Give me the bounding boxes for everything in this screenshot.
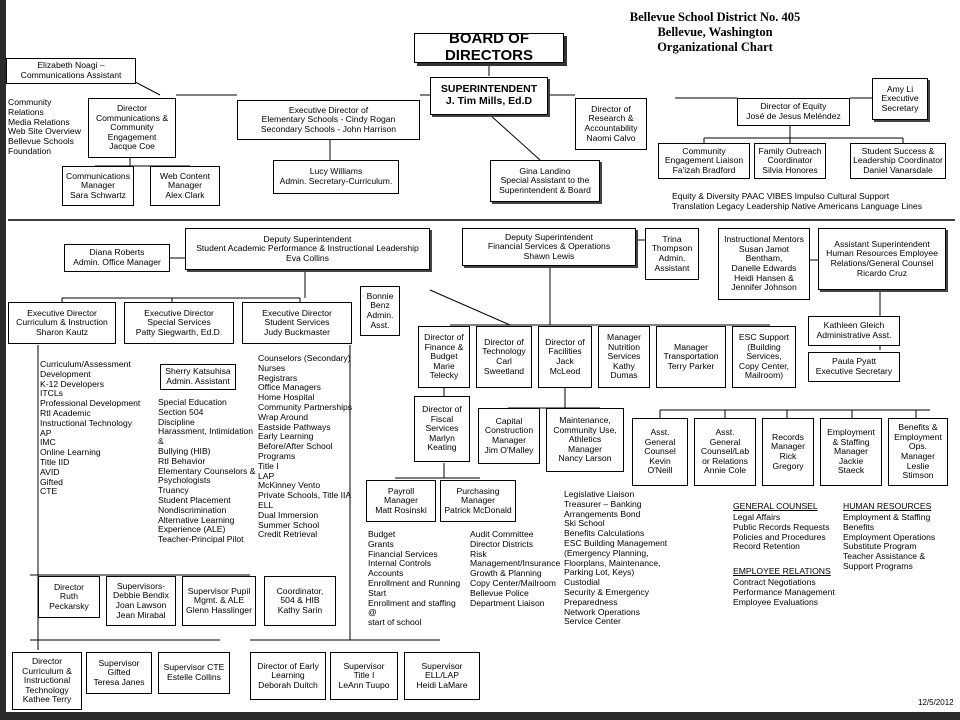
dir-early-box: Director of Early Learning Deborah Duitc… bbox=[250, 652, 326, 700]
dir-communications-box: Director Communications & Community Enga… bbox=[88, 98, 176, 158]
general-counsel-heading: GENERAL COUNSEL bbox=[733, 501, 818, 511]
dir-technology-box: Director of Technology Carl Sweetland bbox=[476, 326, 532, 388]
family-outreach-box: Family Outreach Coordinator Silvia Honor… bbox=[754, 143, 826, 179]
sup-gifted-box: Supervisor Gifted Teresa Janes bbox=[86, 652, 152, 694]
mgr-nutrition-box: Manager Nutrition Services Kathy Dumas bbox=[598, 326, 650, 388]
dir-research-box: Director of Research & Accountability Na… bbox=[575, 98, 647, 150]
benefits-box: Benefits & Employment Ops. Manager Lesli… bbox=[888, 418, 948, 486]
sup-bendix-box: Supervisors- Debbie Bendix Joan Lawson J… bbox=[106, 576, 176, 626]
equity-programs-list: Equity & Diversity PAAC VIBES Impulso Cu… bbox=[672, 191, 923, 211]
board-of-directors-box: BOARD OF DIRECTORS bbox=[414, 33, 564, 63]
mgr-transportation-box: Manager Transportation Terry Parker bbox=[656, 326, 726, 388]
audit-duties-list: Audit Committee Director Districts Risk … bbox=[470, 529, 561, 608]
header-district: Bellevue School District No. 405 bbox=[629, 10, 801, 24]
diana-box: Diana Roberts Admin. Office Manager bbox=[64, 244, 170, 272]
exec-student-box: Executive Director Student Services Judy… bbox=[242, 302, 352, 344]
superintendent-box: SUPERINTENDENT J. Tim Mills, Ed.D bbox=[430, 77, 548, 115]
general-counsel-list: Legal Affairs Public Records Requests Po… bbox=[733, 512, 830, 552]
operations-duties-list: Legislative Liaison Treasurer – Banking … bbox=[564, 489, 668, 627]
mentors-box: Instructional Mentors Susan Jamot Bentha… bbox=[718, 228, 810, 300]
comm-manager-box: Communications Manager Sara Schwartz bbox=[62, 166, 134, 206]
counsel-cole-box: Asst. General Counsel/Lab or Relations A… bbox=[694, 418, 756, 486]
payroll-box: Payroll Manager Matt Rosinski bbox=[366, 480, 436, 522]
exec-curriculum-box: Executive Director Curriculum & Instruct… bbox=[8, 302, 116, 344]
records-box: Records Manager Rick Gregory bbox=[762, 418, 814, 486]
staffing-box: Employment & Staffing Manager Jackie Sta… bbox=[820, 418, 882, 486]
sherry-box: Sherry Katsuhisa Admin. Assistant bbox=[160, 364, 236, 390]
sup-ell-box: Supervisor ELL/LAP Heidi LaMare bbox=[404, 652, 480, 700]
human-resources-list: Employment & Staffing Benefits Employmen… bbox=[843, 512, 936, 571]
esc-support-box: ESC Support (Building Services, Copy Cen… bbox=[732, 326, 796, 388]
trina-box: Trina Thompson Admin. Assistant bbox=[645, 228, 699, 280]
sup-pupil-box: Supervisor Pupil Mgmt. & ALE Glenn Hassl… bbox=[182, 576, 256, 626]
kathleen-box: Kathleen Gleich Administrative Asst. bbox=[808, 316, 900, 346]
special-services-list: Special Education Section 504 Discipline… bbox=[158, 397, 256, 545]
header-city: Bellevue, Washington bbox=[657, 25, 773, 39]
noagi-box: Elizabeth Noagi – Communications Assista… bbox=[6, 58, 136, 84]
chart-date: 12/5/2012 bbox=[918, 698, 954, 707]
dir-equity-box: Director of Equity José de Jesus Melénde… bbox=[737, 98, 850, 126]
finance-duties-list: Budget Grants Financial Services Interna… bbox=[368, 529, 461, 628]
deputy-finance-box: Deputy Superintendent Financial Services… bbox=[462, 228, 636, 266]
web-manager-box: Web Content Manager Alex Clark bbox=[150, 166, 220, 206]
exec-elem-box: Executive Director of Elementary Schools… bbox=[237, 100, 420, 140]
capital-box: Capital Construction Manager Jim O'Malle… bbox=[478, 408, 540, 464]
header-subtitle: Organizational Chart bbox=[657, 40, 773, 54]
employee-relations-list: Contract Negotiations Performance Manage… bbox=[733, 577, 835, 607]
student-services-list: Counselors (Secondary) Nurses Registrars… bbox=[258, 353, 353, 540]
left-border-strip bbox=[0, 0, 6, 720]
amy-box: Amy Li Executive Secretary bbox=[872, 78, 928, 120]
student-success-box: Student Success & Leadership Coordinator… bbox=[850, 143, 946, 179]
chart-header: Bellevue School District No. 405 Bellevu… bbox=[620, 10, 810, 55]
assistant-hr-box: Assistant Superintendent Human Resources… bbox=[818, 228, 946, 290]
dir-finance-box: Director of Finance & Budget Marie Telec… bbox=[418, 326, 470, 388]
comm-duties-list: Community Relations Media Relations Web … bbox=[8, 97, 81, 156]
counsel-oneill-box: Asst. General Counsel Kevin O'Neill bbox=[632, 418, 688, 486]
dir-fiscal-box: Director of Fiscal Services Marlyn Keati… bbox=[414, 396, 470, 462]
employee-relations-heading: EMPLOYEE RELATIONS bbox=[733, 566, 831, 576]
human-resources-heading: HUMAN RESOURCES bbox=[843, 501, 932, 511]
dir-ruth-box: Director Ruth Peckarsky bbox=[38, 576, 100, 618]
exec-special-box: Executive Director Special Services Patt… bbox=[124, 302, 234, 344]
paula-box: Paula Pyatt Executive Secretary bbox=[808, 352, 900, 382]
comm-liaison-box: Community Engagement Liaison Fa'izah Bra… bbox=[658, 143, 750, 179]
purchasing-box: Purchasing Manager Patrick McDonald bbox=[440, 480, 516, 522]
bottom-border-strip bbox=[0, 712, 960, 720]
maintenance-box: Maintenance, Community Use, Athletics Ma… bbox=[546, 408, 624, 472]
lucy-box: Lucy Williams Admin. Secretary-Curriculu… bbox=[273, 160, 399, 194]
curriculum-duties-list: Curriculum/Assessment Development K-12 D… bbox=[40, 359, 141, 497]
gina-box: Gina Landino Special Assistant to the Su… bbox=[490, 160, 600, 202]
dir-facilities-box: Director of Facilities Jack McLeod bbox=[538, 326, 592, 388]
sup-cte-box: Supervisor CTE Estelle Collins bbox=[158, 652, 230, 694]
sup-title1-box: Supervisor Title I LeAnn Tuupo bbox=[330, 652, 398, 700]
bonnie-box: Bonnie Benz Admin. Asst. bbox=[360, 286, 400, 336]
dir-curr-tech-box: Director Curriculum & Instructional Tech… bbox=[12, 652, 82, 710]
coord-504-box: Coordinator, 504 & HIB Kathy Sarin bbox=[264, 576, 336, 626]
deputy-academic-box: Deputy Superintendent Student Academic P… bbox=[185, 228, 430, 270]
